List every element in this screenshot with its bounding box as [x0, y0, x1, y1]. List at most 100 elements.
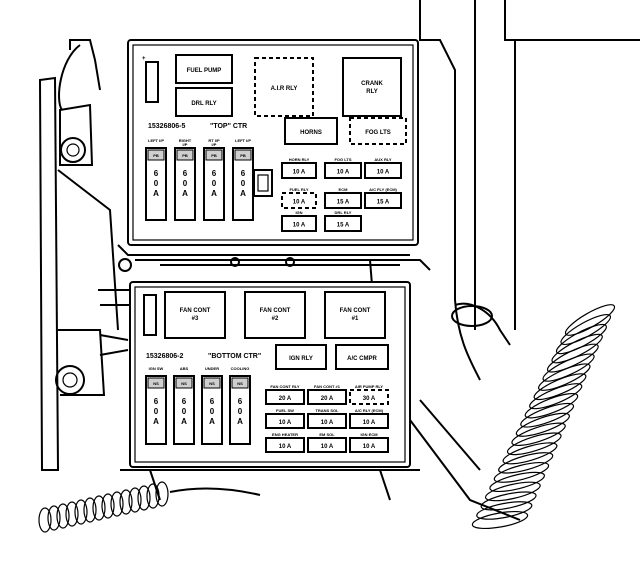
mini-fuse-amps: 30 A	[363, 396, 376, 402]
bottom-mini-fuse: FAN CONT #120 A	[307, 384, 347, 405]
maxi-fuse-amp-unit: A	[209, 417, 215, 426]
mini-fuse-amps: 15 A	[377, 200, 390, 206]
air-relay	[254, 57, 314, 117]
maxi-fuse-amp-unit: A	[182, 189, 188, 198]
maxi-fuse-sublabel: I/P	[183, 142, 188, 147]
maxi-fuse-slot: NS	[209, 381, 215, 386]
top-fuse-center: + FUEL PUMP DRL RLY A.I.R RLY CRANK RLY …	[127, 39, 419, 246]
mini-fuse-label: A/C RLY (ECM)	[355, 408, 384, 413]
maxi-fuse-amp-digit-2: 0	[241, 179, 246, 188]
maxi-fuse-amp-digit-2: 0	[238, 407, 243, 416]
maxi-fuse-amp-unit: A	[153, 417, 159, 426]
bottom-center-title: "BOTTOM CTR"	[208, 353, 261, 360]
vehicle-body-structure	[409, 0, 640, 521]
maxi-fuse-amp-digit-2: 0	[182, 407, 187, 416]
ign-relay	[275, 344, 327, 370]
maxi-fuse-amp-digit-1: 6	[210, 397, 215, 406]
drl-relay	[175, 87, 233, 117]
mini-fuse-label: FAN CONT #1	[314, 384, 341, 389]
bottom-part-number: 15326806-2	[146, 353, 183, 360]
mini-fuse-amps: 20 A	[279, 396, 292, 402]
maxi-fuse-sublabel: I/P	[212, 142, 217, 147]
maxi-fuse-amp-digit-2: 0	[210, 407, 215, 416]
mini-fuse-amps: 15 A	[337, 223, 350, 229]
fan1-label-2: #1	[352, 316, 359, 322]
mini-fuse-amps: 10 A	[363, 420, 376, 426]
crank-relay-label-1: CRANK	[361, 81, 383, 87]
fan3-label-1: FAN CONT	[180, 308, 211, 314]
maxi-fuse-amp-digit-2: 0	[154, 407, 159, 416]
lower-frame	[120, 469, 420, 501]
maxi-fuse-label: RIGHT	[179, 138, 192, 143]
svg-text:+: +	[142, 56, 146, 62]
maxi-fuse-amp-digit-2: 0	[212, 179, 217, 188]
mini-fuse-label: EM SOL	[319, 432, 335, 437]
mini-fuse-label: IGN ECM	[360, 432, 378, 437]
maxi-fuse-slot: PB	[153, 153, 159, 158]
maxi-fuse-label: ABS	[180, 366, 189, 371]
maxi-fuse-label: LEFT I/P	[148, 138, 164, 143]
maxi-fuse-amp-digit-2: 0	[183, 179, 188, 188]
mini-fuse-amps: 10 A	[293, 170, 306, 176]
maxi-fuse-amp-unit: A	[153, 189, 159, 198]
maxi-fuse-slot: NS	[153, 381, 159, 386]
mini-fuse-amps: 10 A	[321, 444, 334, 450]
mini-fuse-amps: 10 A	[293, 200, 306, 206]
mini-fuse-label: ENG HEATER	[272, 432, 298, 437]
fan3-label-2: #3	[192, 316, 199, 322]
fog-lights-relay	[349, 117, 407, 145]
fuel-pump-relay-label: FUEL PUMP	[187, 68, 222, 74]
maxi-fuse-amp-digit-2: 0	[154, 179, 159, 188]
fan1-label-1: FAN CONT	[340, 308, 371, 314]
maxi-fuse-amp-digit-1: 6	[154, 397, 159, 406]
maxi-fuse-slot: NS	[181, 381, 187, 386]
maxi-fuse-amp-unit: A	[240, 189, 246, 198]
mini-fuse-label: TRANS SOL	[315, 408, 339, 413]
maxi-fuse-amp-unit: A	[211, 189, 217, 198]
top-mini-fuse: ECM 15 A	[324, 187, 362, 209]
maxi-fuse-amp-digit-1: 6	[154, 169, 159, 178]
maxi-fuse-label: RT I/P	[208, 138, 220, 143]
fan2-label-2: #2	[272, 316, 279, 322]
maxi-fuse-amp-digit-1: 6	[182, 397, 187, 406]
fuel-pump-relay	[175, 54, 233, 84]
top-mini-fuse: A/C FLY (ECM) 15 A	[364, 187, 402, 209]
mini-fuse-label: A/C FLY (ECM)	[369, 187, 397, 192]
ign-relay-label: IGN RLY	[289, 356, 313, 362]
mounting-bracket-left	[38, 39, 130, 471]
mounting-rail	[117, 244, 431, 286]
fog-lights-relay-label: FOG LTS	[365, 130, 391, 136]
maxi-fuse-amp-digit-1: 6	[238, 397, 243, 406]
ac-relay-label: A/C CMPR	[347, 356, 377, 362]
maxi-fuse-slot: NS	[237, 381, 243, 386]
ac-compressor-relay	[335, 344, 389, 370]
top-mini-fuse: FUEL RLY 10 A	[281, 187, 317, 209]
mini-fuse-label: AUX RLY	[374, 157, 392, 162]
maxi-fuse-slot: PB	[211, 153, 217, 158]
latch-icon-bottom[interactable]	[143, 294, 157, 336]
latch-icon[interactable]	[145, 61, 159, 103]
horns-relay	[284, 117, 338, 145]
mini-fuse-label: FUEL RLY	[289, 187, 308, 192]
wiring-harness-bottom	[38, 481, 261, 533]
maxi-fuse-label: UNDER	[205, 366, 219, 371]
maxi-fuse-amp-unit: A	[237, 417, 243, 426]
mini-fuse-amps: 15 A	[337, 200, 350, 206]
connector-icon	[253, 169, 273, 197]
mini-fuse-label: ECM	[339, 187, 349, 192]
maxi-fuse-amp-digit-1: 6	[183, 169, 188, 178]
